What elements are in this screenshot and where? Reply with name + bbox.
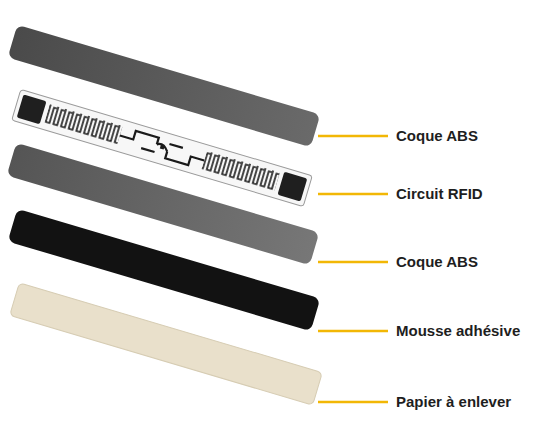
layer-label: Circuit RFID — [396, 185, 483, 203]
layer-label: Coque ABS — [396, 253, 478, 271]
layer-label: Coque ABS — [396, 127, 478, 145]
layer-label: Papier à enlever — [396, 393, 511, 411]
release-paper — [10, 283, 323, 405]
layer-label: Mousse adhésive — [396, 322, 520, 340]
leader-lines — [318, 136, 388, 402]
